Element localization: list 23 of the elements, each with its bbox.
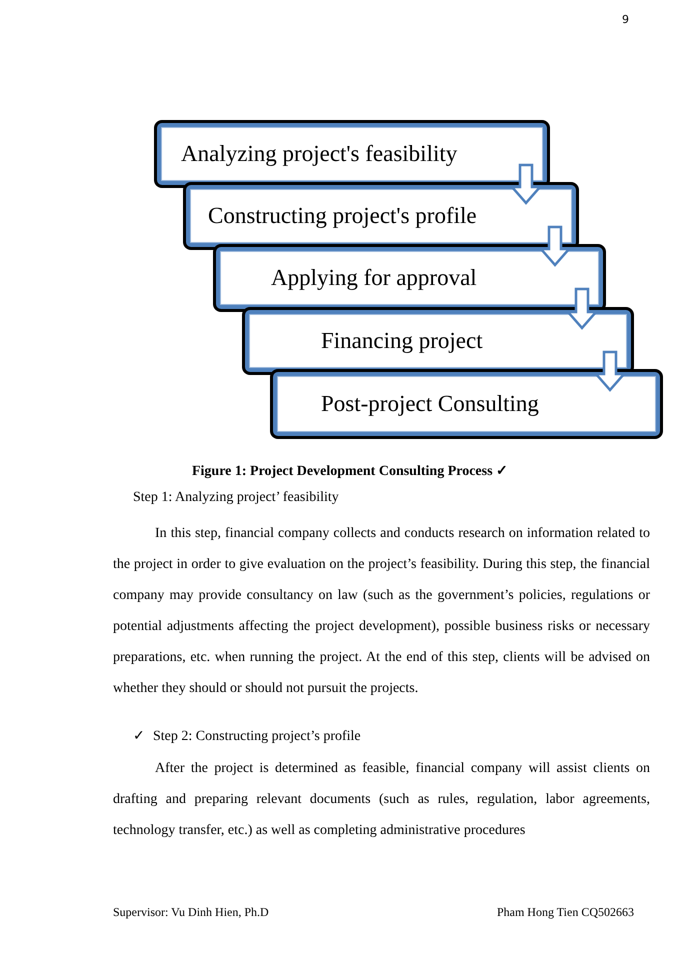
process-step-box [273,372,660,436]
block-arrow [565,288,599,330]
process-step-box [157,123,547,185]
block-arrow [593,350,627,392]
process-step-box [216,247,603,309]
step-label: Constructing project's profile [208,203,477,229]
block-arrow [538,226,572,267]
footer-text: Supervisor: Vu Dinh Hien, Ph.D [113,904,269,921]
block-arrow [509,164,543,205]
process-step-box [245,310,631,372]
check-mark: ✓ [133,728,145,746]
step-label: Post-project Consulting [321,391,539,417]
footer-text: Pham Hong Tien CQ502663 [496,904,634,921]
figure-caption: Figure 1: Project Development Consulting Process ✓ [192,464,508,479]
step-heading: Step 2: Constructing project’s profile [153,728,362,746]
process-step-box [186,185,576,247]
body-paragraph: After the project is determined as feasible, financial company will assist clients on drafting and preparing relevant documents (such as rules, regulation, labor agreements, technology transfer, etc.) as well as completing administrative procedures [113,760,650,840]
step-label: Financing project [321,328,483,354]
step-label: Applying for approval [271,265,477,291]
body-paragraph: In this step, financial company collects and conducts research on information related to the project in order to give evaluation on the project’s feasibility. During this step, the financial company may provide consultancy on law (such as the government’s policies, regulations or potential adjustments affecting the project development), possible business risks or necessary preparations, etc. when running the project. At the end of this step, clients will be advised on whether they should or should not pursuit the projects. [113,525,650,698]
step-heading: Step 1: Analyzing project’ feasibility [133,489,340,507]
page-number: 9 [622,12,629,28]
step-label: Analyzing project's feasibility [181,141,458,167]
